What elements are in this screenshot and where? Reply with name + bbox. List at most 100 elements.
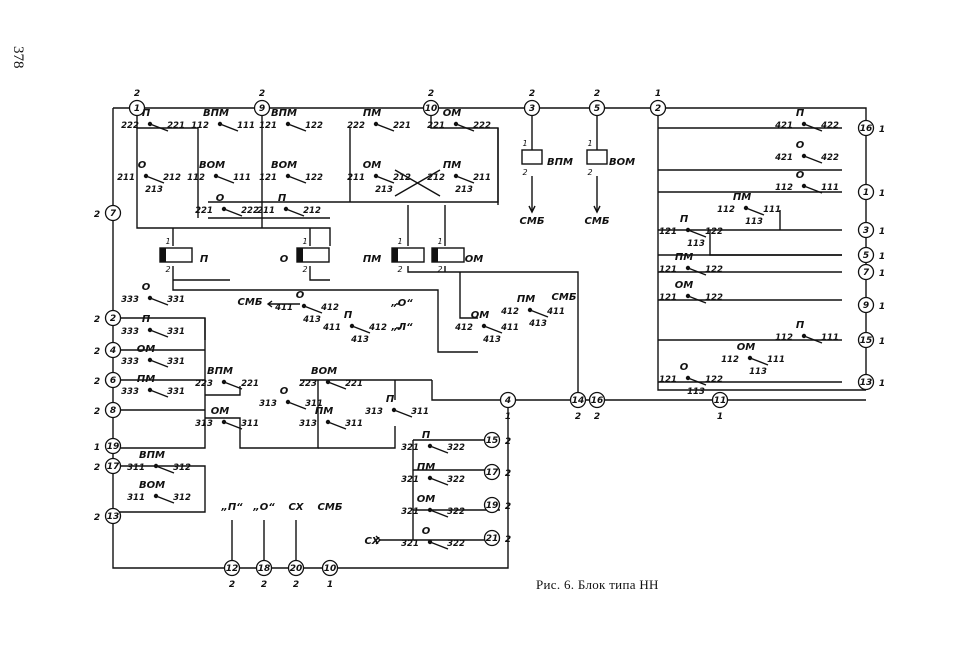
- contact-name: ВОМ: [139, 480, 165, 491]
- terminal-top-5: 52: [588, 89, 606, 117]
- contact-pin: 313: [299, 419, 317, 429]
- terminal-number: 11: [714, 396, 727, 406]
- terminal-circle: [104, 457, 122, 475]
- terminal-circle: [857, 331, 875, 349]
- terminal-top-3: 32: [523, 89, 541, 117]
- contact-pin: 311: [345, 419, 363, 429]
- contact-name: П: [680, 214, 689, 225]
- wire: [531, 108, 598, 212]
- contact-blade: [303, 305, 323, 314]
- terminal-pin: 2: [594, 412, 600, 422]
- contact-blade: [287, 401, 307, 410]
- terminal-pin: 1: [717, 412, 723, 422]
- contact-pin: 333: [121, 387, 139, 397]
- contact-blade: [351, 325, 371, 334]
- contact-pin: 113: [749, 367, 767, 377]
- wire: [239, 379, 509, 569]
- contact-pin: 311: [411, 407, 429, 417]
- relay-pin: 2: [302, 265, 307, 274]
- contact-blade: [429, 541, 449, 550]
- contact-blade: [223, 381, 243, 390]
- contact-pin: 211: [347, 173, 365, 183]
- terminal-pin: 1: [879, 379, 885, 389]
- contact-pin: 322: [447, 475, 465, 485]
- contact-pin: 413: [350, 335, 369, 345]
- relay-coil: [586, 149, 608, 165]
- terminal-circle: [128, 99, 146, 117]
- contact-blade: [429, 445, 449, 454]
- terminal-pin: 2: [94, 407, 100, 417]
- contact-pin: 422: [820, 121, 839, 131]
- contact-name: П: [796, 108, 805, 119]
- terminal-bottom-label: „О“: [252, 502, 275, 513]
- contact-blade: [155, 495, 175, 504]
- terminal-circle: [857, 246, 875, 264]
- terminal-circle: [857, 183, 875, 201]
- terminal-circle: [857, 119, 875, 137]
- terminal-number: 5: [594, 104, 600, 114]
- contact-pin: 213: [375, 185, 393, 195]
- contact-name: ОМ: [443, 108, 462, 119]
- arrow: [266, 300, 300, 308]
- contact-pin: 121: [659, 265, 677, 275]
- terminal-number: 16: [860, 124, 873, 134]
- contact-pin: 212: [163, 173, 181, 183]
- wire: [136, 180, 331, 246]
- terminal-circle: [588, 391, 606, 409]
- terminal-number: 18: [258, 564, 271, 574]
- relay-pin: 2: [165, 265, 170, 274]
- terminal-bottom-20: 202: [287, 559, 305, 590]
- terminal-number: 12: [226, 564, 239, 574]
- contact-pin: 221: [195, 206, 213, 216]
- terminal-left-4: 42: [94, 341, 122, 359]
- contact-pin: 212: [427, 173, 445, 183]
- terminal-pin: 1: [94, 443, 100, 453]
- contact-name: ПМ: [137, 374, 155, 385]
- terminal-top-1: 12: [128, 89, 146, 117]
- contact-name: П: [422, 430, 431, 441]
- terminal-pin: 2: [134, 89, 140, 99]
- contact-name: О: [796, 170, 805, 181]
- terminal-circle: [499, 391, 517, 409]
- contact-pin: 121: [659, 227, 677, 237]
- contact-blade: [223, 208, 243, 217]
- contact-pin: 222: [473, 121, 491, 131]
- wire: [396, 303, 400, 329]
- terminal-number: 10: [425, 104, 438, 114]
- terminal-number: 13: [860, 378, 873, 388]
- wire: [709, 210, 842, 256]
- contact-pin: 111: [767, 355, 785, 365]
- contact-blade: [687, 295, 707, 304]
- contact-pin: 412: [368, 323, 387, 333]
- wire: [113, 107, 867, 382]
- contact-name: О: [796, 140, 805, 151]
- terminal-pin: 2: [229, 580, 235, 590]
- terminal-mid-16: 162: [588, 391, 606, 422]
- contact-blade: [529, 309, 549, 318]
- contact-blade: [155, 465, 175, 474]
- contact-pin: 411: [274, 303, 293, 313]
- contact-name: О: [422, 526, 431, 537]
- terminal-circle: [223, 559, 241, 577]
- terminal-pin: 2: [505, 535, 511, 545]
- contact-blade: [375, 175, 395, 184]
- relay-pin: 1: [165, 237, 170, 246]
- contact-name: П: [386, 394, 395, 405]
- contact-pin: 112: [717, 205, 735, 215]
- wire: [444, 266, 478, 319]
